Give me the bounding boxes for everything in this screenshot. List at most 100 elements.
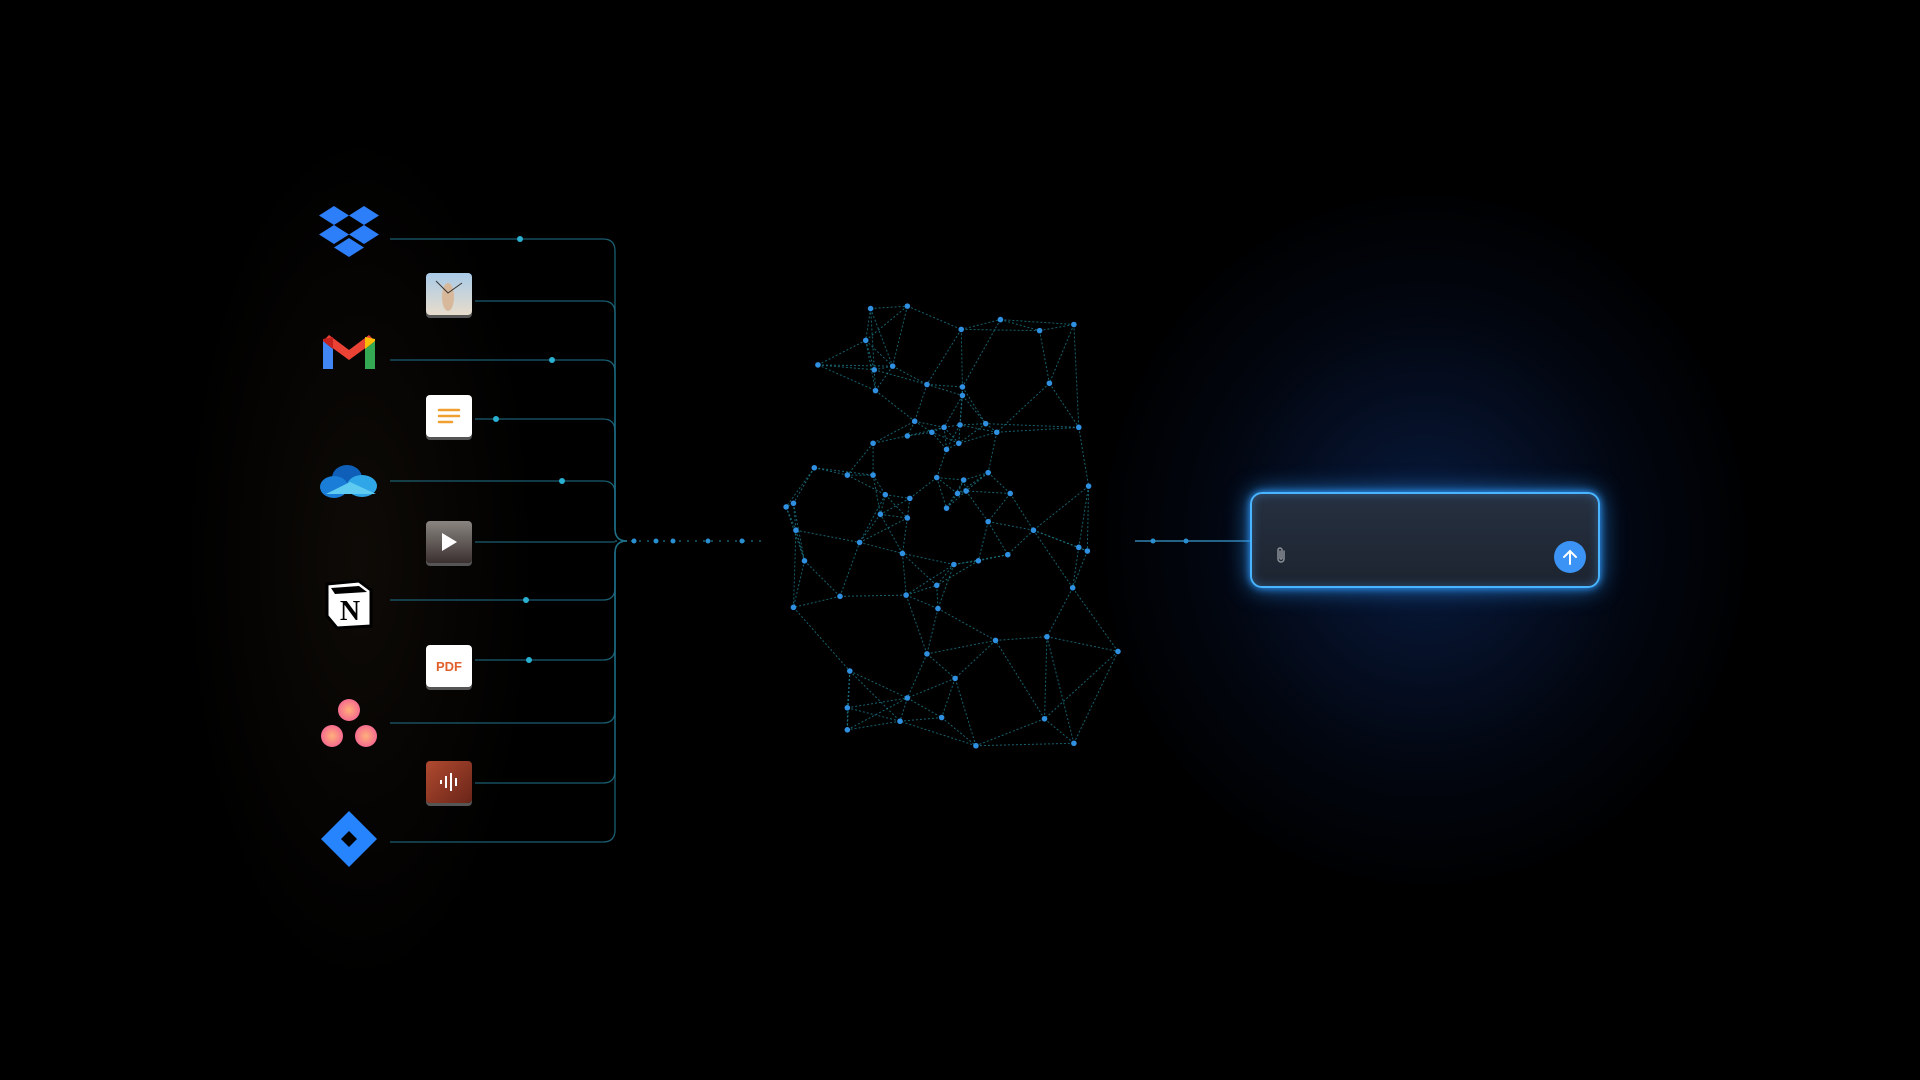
network-edge [1033, 485, 1089, 531]
network-edge [1072, 587, 1119, 652]
network-edge [1007, 529, 1034, 556]
network-edge [926, 329, 962, 385]
network-edge [1039, 330, 1050, 384]
network-edge [849, 670, 901, 722]
network-node [1069, 584, 1076, 591]
network-edge [902, 553, 938, 586]
network-node [790, 500, 797, 507]
chat-input-box[interactable] [1250, 492, 1600, 588]
network-node [952, 675, 958, 682]
wire-dot [493, 416, 499, 422]
wire-dot [523, 597, 529, 603]
play-icon [442, 533, 457, 551]
network-edge [899, 697, 908, 722]
network-edge [959, 423, 986, 426]
network-node [982, 420, 989, 427]
onedrive-icon [317, 448, 381, 512]
network-node [993, 429, 1000, 436]
network-node [943, 505, 950, 511]
network-node [935, 605, 941, 612]
wire-dot [549, 357, 555, 363]
network-edge [795, 530, 805, 561]
network-edge [987, 493, 1011, 522]
arrow-up-icon [1563, 549, 1577, 565]
network-edge [1073, 651, 1119, 744]
network-edge [839, 542, 861, 597]
network-node [1030, 527, 1037, 534]
network-edge [892, 365, 928, 385]
network-edge [936, 477, 958, 494]
network-node [904, 433, 911, 439]
network-edge [814, 467, 848, 476]
network-node [1007, 490, 1014, 497]
network-edge [926, 383, 963, 388]
network-edge [793, 467, 815, 504]
network-node [1036, 327, 1043, 334]
send-button[interactable] [1554, 541, 1586, 573]
network-edge [987, 472, 1011, 494]
network-edge [793, 607, 851, 672]
network-edge [859, 541, 903, 554]
network-edge [892, 306, 908, 367]
network-edge [1044, 651, 1119, 720]
network-node [975, 558, 982, 564]
network-node [1004, 551, 1011, 558]
network-edge [937, 608, 996, 641]
wire [390, 540, 628, 843]
network-edge [931, 431, 959, 444]
network-node [815, 362, 821, 368]
network-edge [936, 564, 955, 586]
network-edge [847, 697, 908, 731]
network-edge [1033, 529, 1074, 589]
network-node [1115, 648, 1121, 655]
network-edge [995, 636, 1047, 641]
network-edge [859, 517, 908, 543]
network-edge [1046, 587, 1074, 637]
network-node [870, 472, 876, 478]
gmail-icon [317, 321, 381, 385]
network-node [844, 727, 851, 733]
network-edge [906, 653, 928, 699]
network-edge [847, 707, 901, 722]
network-edge [988, 521, 1034, 531]
network-node [871, 366, 878, 373]
network-node [899, 550, 906, 557]
pdf-file-icon: PDF [426, 645, 472, 687]
network-edge [875, 390, 916, 422]
video-file-thumbnail [426, 521, 472, 563]
network-node [929, 429, 935, 436]
network-node [992, 637, 999, 644]
network-edge [965, 490, 989, 522]
network-node [847, 668, 853, 674]
network-edge [792, 503, 805, 561]
network-node [837, 593, 843, 600]
network-edge [941, 717, 977, 747]
network-edge [1046, 636, 1075, 744]
pdf-label: PDF [436, 658, 462, 674]
network-edge [785, 506, 797, 531]
network-edge [996, 382, 1050, 433]
network-node [933, 474, 940, 481]
network-edge [785, 467, 815, 508]
network-edge [959, 395, 963, 425]
network-edge [954, 640, 996, 679]
network-node [1084, 548, 1091, 554]
network-edge [962, 319, 1001, 388]
network-node [793, 527, 799, 534]
network-edge [817, 364, 893, 367]
network-edge [792, 560, 805, 608]
network-edge [960, 329, 963, 387]
paperclip-icon[interactable] [1274, 546, 1288, 569]
network-edge [926, 608, 939, 655]
network-edge [995, 640, 1045, 720]
notion-icon: N [317, 572, 381, 636]
network-edge [814, 467, 874, 476]
network-edge [849, 670, 908, 699]
network-node [1075, 544, 1082, 551]
network-node [811, 464, 818, 471]
network-edge [914, 420, 945, 428]
network-node [1044, 633, 1050, 640]
network-edge [961, 319, 1001, 330]
network-node [933, 582, 940, 589]
